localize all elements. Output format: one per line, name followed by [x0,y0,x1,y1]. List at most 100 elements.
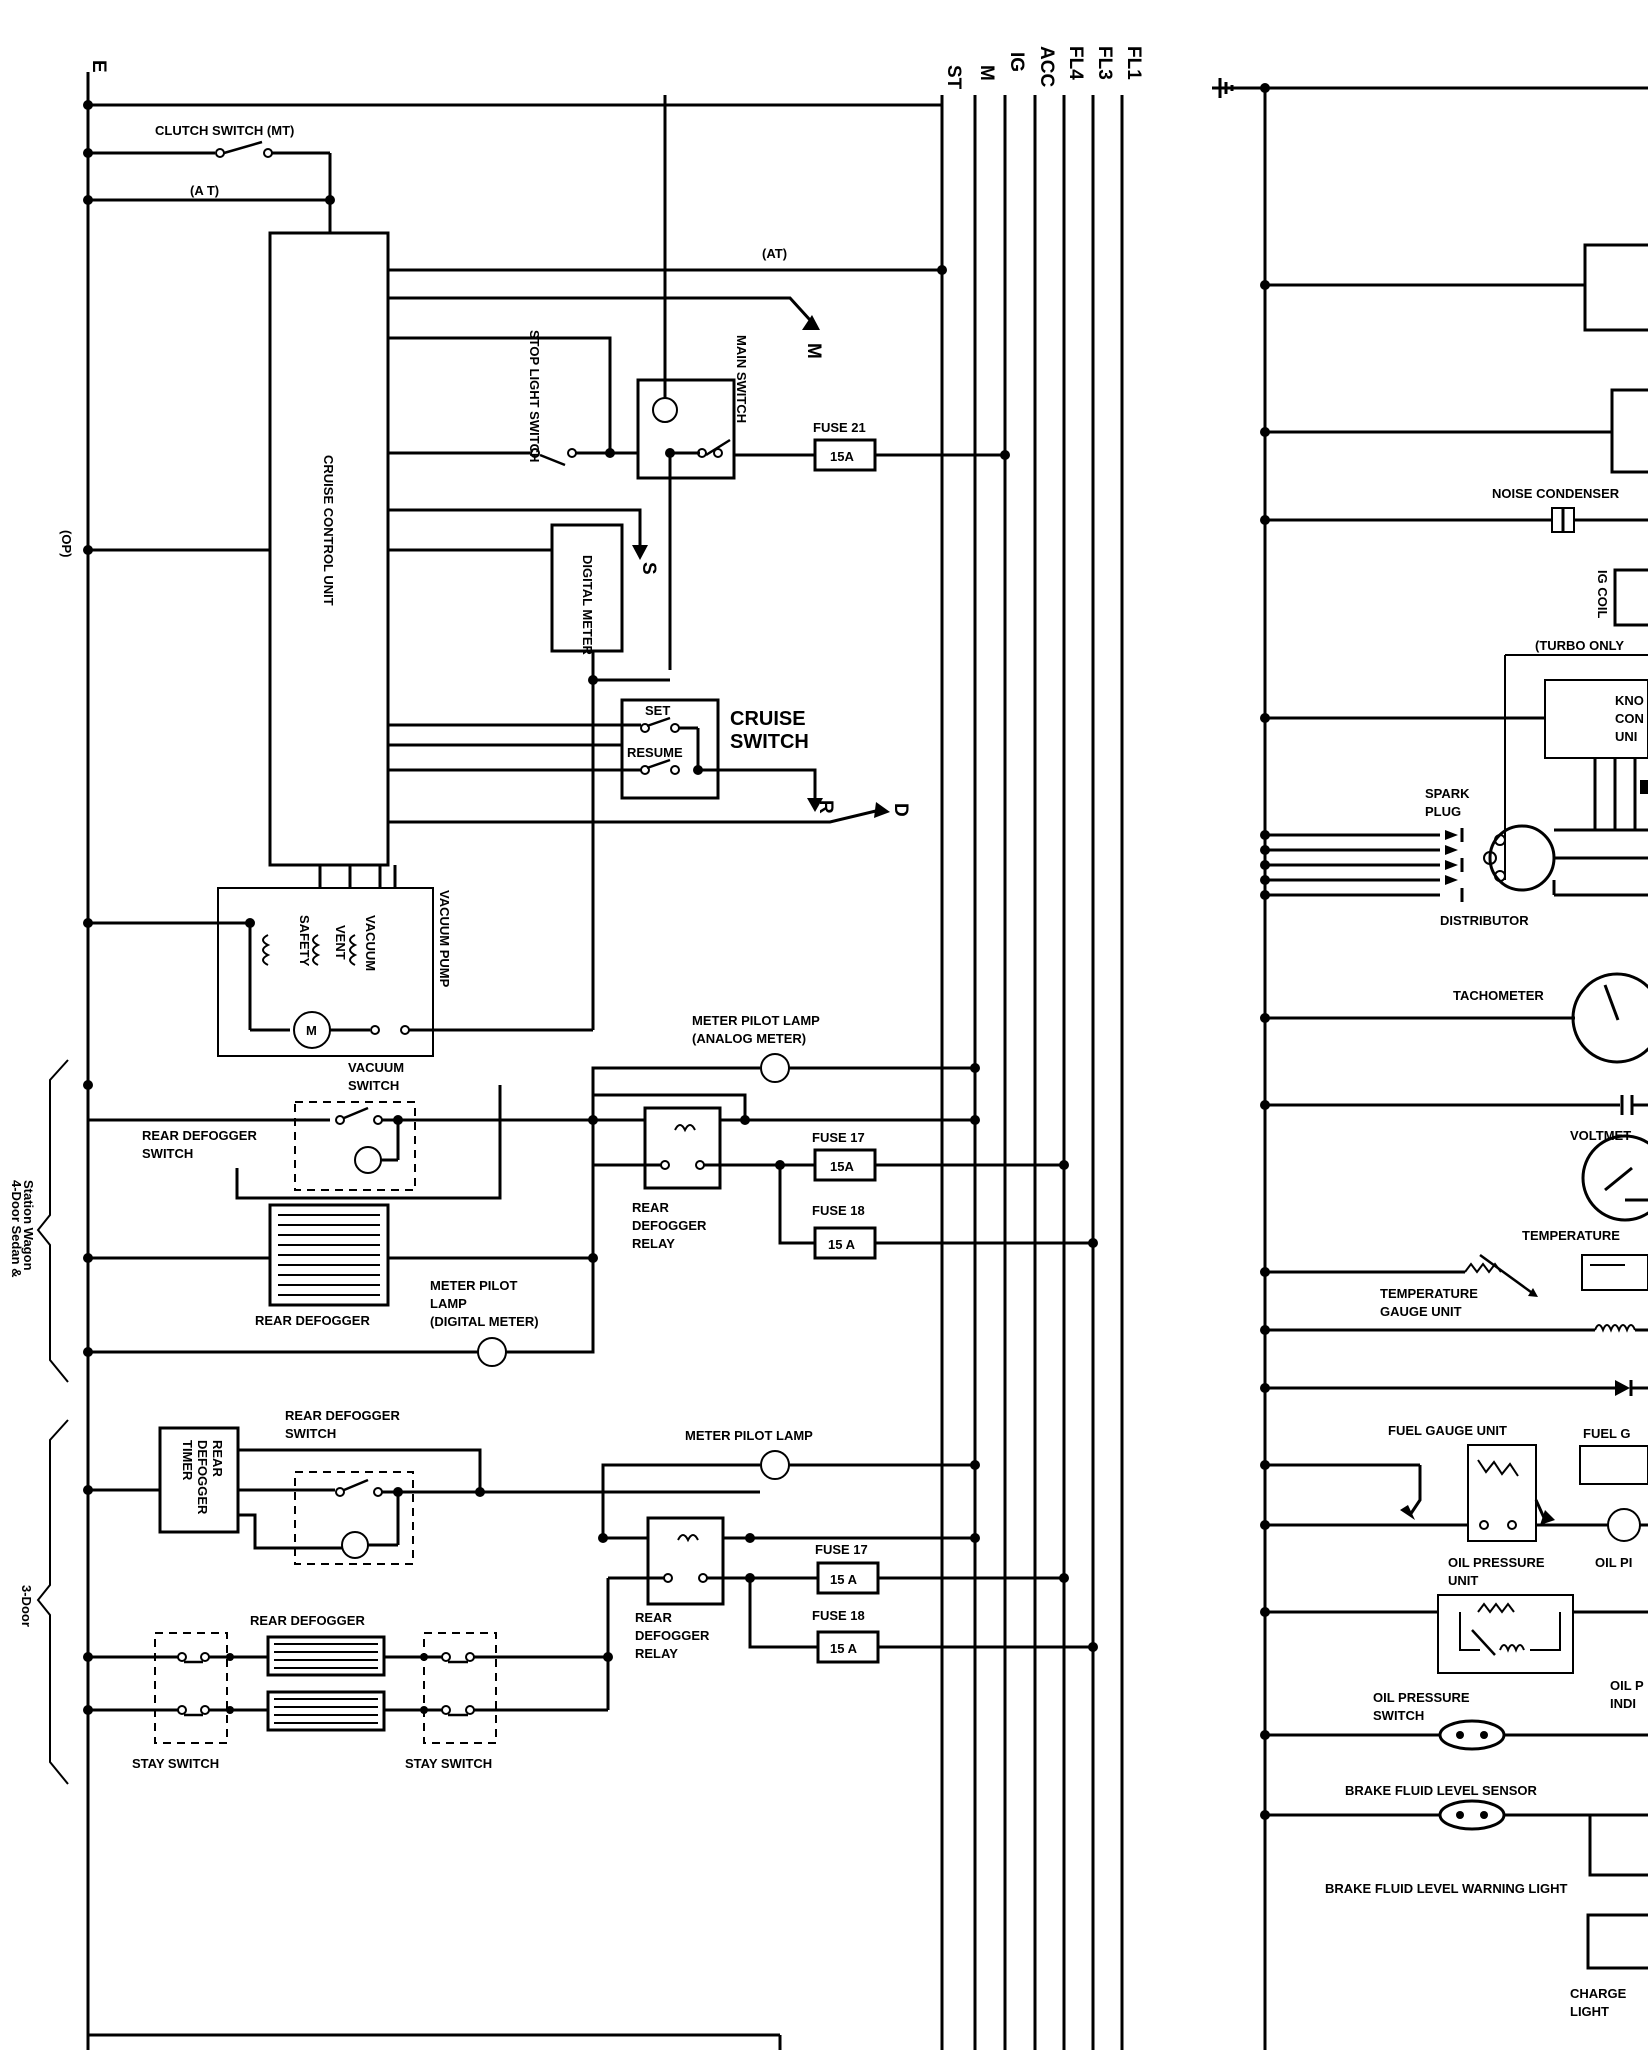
rear-defogger-b-label: REAR DEFOGGER [250,1613,365,1628]
meter-pilot-digital: METER PILOT LAMP (DIGITAL METER) [83,1258,595,1367]
arrow-r-label: R [815,800,836,814]
bus-label-fl1: FL1 [1123,46,1144,80]
clutch-switch-label: CLUTCH SWITCH (MT) [155,123,294,138]
turbo-only-label: (TURBO ONLY [1535,638,1624,653]
relay-3door-label-2: DEFOGGER [635,1628,710,1643]
cruise-switch-label-1: CRUISE [730,708,806,730]
timer-label-1: REAR [210,1440,225,1477]
digital-meter-label: DIGITAL METER [580,555,595,656]
brake-fluid-warning-label: BRAKE FLUID LEVEL WARNING LIGHT [1325,1881,1567,1896]
voltmeter-label: VOLTMET [1570,1128,1631,1143]
oil-ind-label-2: INDI [1610,1696,1636,1711]
cruise-switch-label-2: SWITCH [730,731,809,753]
timer-label-3: TIMER [180,1440,195,1481]
bus-label-ig: IG [1006,52,1027,72]
knock-label-2: CON [1615,711,1644,726]
fuse-17-label: FUSE 17 [812,1130,865,1145]
relay-3door-label-1: REAR [635,1610,672,1625]
main-switch: MAIN SWITCH [636,95,749,670]
bus-lines: ST M IG ACC FL4 FL3 FL1 [940,46,1144,2050]
fuse-17-3door: FUSE 17 15 A [750,1542,1069,1595]
bus-label-fl3: FL3 [1094,46,1115,80]
vacuum-switch-label-2: SWITCH [348,1078,399,1093]
meter-pilot-lamp-label: METER PILOT LAMP [685,1428,813,1443]
bus-label-st: ST [943,65,964,90]
vacuum-pump-label: VACUUM PUMP [437,890,452,988]
oil-p-label: OIL PI [1595,1555,1632,1570]
relay-4door-label-1: REAR [632,1200,669,1215]
rear-defogger-4door: REAR DEFOGGER [83,1203,598,1328]
knock-label-1: KNO [1615,693,1644,708]
timer-label-2: DEFOGGER [195,1440,210,1515]
charge-light-label-2: LIGHT [1570,2004,1609,2019]
meter-pilot-lamp-3door: METER PILOT LAMP [601,1428,980,1538]
rear-defogger-relay-4door: REAR DEFOGGER RELAY [591,1093,980,1255]
oil-pressure-switch-label-1: OIL PRESSURE [1373,1690,1470,1705]
arrow-s-label: S [638,562,659,575]
rear-defogger-3door: REAR DEFOGGER [83,1578,613,1771]
ground-rail: E [86,60,942,2050]
rear-defogger-switch-label-1: REAR DEFOGGER [142,1128,257,1143]
fuse-17-value: 15A [830,1159,854,1174]
charge-light-label-1: CHARGE [1570,1986,1627,2001]
stay-switch-right-label: STAY SWITCH [405,1756,492,1771]
spark-plug-label-1: SPARK [1425,786,1470,801]
rear-defogger-switch-label-2: SWITCH [142,1146,193,1161]
meter-pilot-digital-label-3: (DIGITAL METER) [430,1314,539,1329]
op-label: (OP) [59,530,74,557]
fuel-gauge-unit-label: FUEL GAUGE UNIT [1388,1423,1507,1438]
vacuum-pump: VACUUM PUMP SAFETY VENT VACUUM M [83,865,593,1057]
stop-light-switch: STOP LIGHT SWITCH [388,330,670,467]
fuse-18-3door: FUSE 18 15 A [748,1578,1098,1664]
noise-condenser-label: NOISE CONDENSER [1492,486,1620,501]
rear-defogger-switch-4door: VACUUM SWITCH REAR DEFOGGER SWITCH [83,1060,598,1200]
ground-label: E [88,60,109,73]
bus-label-acc: ACC [1036,46,1057,87]
rear-defogger-relay-3door: REAR DEFOGGER RELAY [598,1516,980,1661]
fuse-17b-value: 15 A [830,1572,858,1587]
vacuum-switch-label-1: VACUUM [348,1060,404,1075]
motor-label: M [306,1023,317,1038]
vent-label: VENT [333,925,348,960]
oil-ind-label-1: OIL P [1610,1678,1644,1693]
ig-coil-label: IG COIL [1595,570,1610,618]
fuse-21: FUSE 21 15A [734,420,1010,472]
relay-4door-label-3: RELAY [632,1236,675,1251]
cruise-switch: SET RESUME CRUISE SWITCH R D [388,698,911,824]
temperature-label: TEMPERATURE [1522,1228,1620,1243]
at-label-2: (AT) [762,246,787,261]
meter-pilot-analog-label-1: METER PILOT LAMP [692,1013,820,1028]
group-4door-label-2: Station Wagon [21,1180,36,1271]
fuse-18b-value: 15 A [830,1641,858,1656]
temp-gauge-unit-label-2: GAUGE UNIT [1380,1304,1462,1319]
distributor-label: DISTRIBUTOR [1440,913,1529,928]
bracket-4door: 4-Door Sedan & Station Wagon [9,1059,69,1383]
spark-plug-label-2: PLUG [1425,804,1461,819]
cruise-unit-label: CRUISE CONTROL UNIT [321,455,336,606]
right-ground [1212,78,1648,2050]
bus-label-fl4: FL4 [1065,46,1086,80]
fuse-18-value: 15 A [828,1237,856,1252]
clutch-switch: CLUTCH SWITCH (MT) (A T) [83,100,335,235]
meter-pilot-digital-label-2: LAMP [430,1296,467,1311]
temp-gauge-unit-label-1: TEMPERATURE [1380,1286,1478,1301]
meter-pilot-digital-label-1: METER PILOT [430,1278,517,1293]
stop-light-label: STOP LIGHT SWITCH [527,330,542,462]
relay-3door-label-3: RELAY [635,1646,678,1661]
brake-fluid-sensor-label: BRAKE FLUID LEVEL SENSOR [1345,1783,1538,1798]
fuse-18: FUSE 18 15 A [778,1165,1098,1260]
vacuum-label: VACUUM [363,915,378,971]
knock-label-3: UNI [1615,729,1637,744]
group-3door-label: 3-Door [19,1585,34,1627]
rear-defogger-switch-b-label-1: REAR DEFOGGER [285,1408,400,1423]
resume-label: RESUME [627,745,683,760]
main-switch-label: MAIN SWITCH [734,335,749,423]
fuse-17b-label: FUSE 17 [815,1542,868,1557]
fuse-21-value: 15A [830,449,854,464]
rear-defogger-4door-label: REAR DEFOGGER [255,1313,370,1328]
rear-defogger-switch-b-label-2: SWITCH [285,1426,336,1441]
safety-label: SAFETY [297,915,312,967]
fuse-17: FUSE 17 15A [780,1130,1069,1182]
arrow-d-label: D [890,803,911,817]
